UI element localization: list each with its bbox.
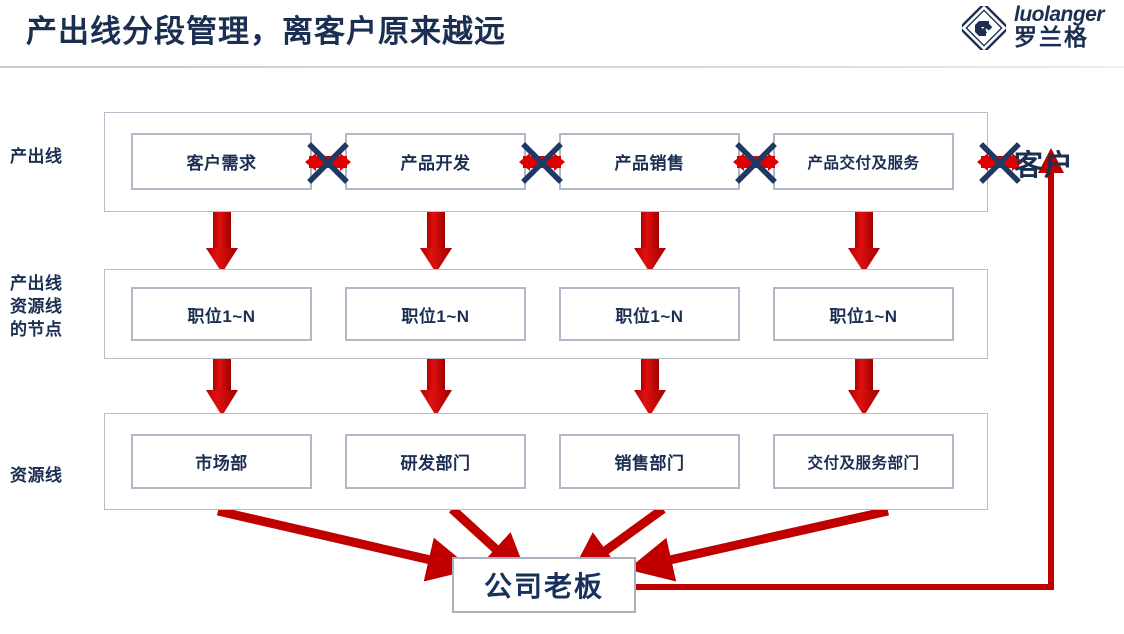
logo-text-chinese: 罗兰格 xyxy=(1014,24,1089,50)
down-arrows-row1-to-row2 xyxy=(206,208,880,273)
arrow-to-boss xyxy=(448,505,529,579)
page-title: 产出线分段管理，离客户原来越远 xyxy=(26,14,506,49)
node-customer-requirement[interactable]: 客户需求 xyxy=(131,133,312,190)
node-marketing-dept[interactable]: 市场部 xyxy=(131,434,312,489)
arrow-to-boss xyxy=(627,506,889,582)
arrow-to-boss xyxy=(216,506,473,582)
luolanger-diamond-logo-icon xyxy=(962,6,1006,50)
node-product-development[interactable]: 产品开发 xyxy=(345,133,526,190)
arrows-to-boss xyxy=(216,505,889,582)
header-divider xyxy=(0,66,1124,68)
row-label-resource-line-nodes: 产出线 资源线 的节点 xyxy=(10,274,63,339)
arrow-to-boss xyxy=(569,505,666,577)
down-arrow xyxy=(420,356,452,416)
down-arrow xyxy=(206,356,238,416)
customer-label: 客户 xyxy=(1014,150,1075,182)
down-arrow xyxy=(848,356,880,416)
node-position-2[interactable]: 职位1~N xyxy=(345,287,526,341)
node-delivery-service-dept[interactable]: 交付及服务部门 xyxy=(773,434,954,489)
node-position-4[interactable]: 职位1~N xyxy=(773,287,954,341)
row-label-output-line: 产出线 xyxy=(10,147,63,166)
node-rnd-dept[interactable]: 研发部门 xyxy=(345,434,526,489)
node-product-sales[interactable]: 产品销售 xyxy=(559,133,740,190)
blocked-link-1-icon xyxy=(305,142,351,184)
boss-to-customer-connector xyxy=(636,148,1064,590)
page-header: 产出线分段管理，离客户原来越远 luolanger 罗兰格 xyxy=(0,0,1124,68)
node-position-3[interactable]: 职位1~N xyxy=(559,287,740,341)
node-position-1[interactable]: 职位1~N xyxy=(131,287,312,341)
down-arrows-row2-to-row3 xyxy=(206,356,880,416)
down-arrow xyxy=(634,356,666,416)
down-arrow xyxy=(634,208,666,273)
down-arrow xyxy=(848,208,880,273)
logo-text-english: luolanger xyxy=(1014,3,1105,26)
blocked-link-3-icon xyxy=(733,142,779,184)
node-sales-dept[interactable]: 销售部门 xyxy=(559,434,740,489)
row-label-resource-line: 资源线 xyxy=(10,466,63,485)
blocked-link-4-icon xyxy=(977,142,1023,184)
blocked-link-2-icon xyxy=(519,142,565,184)
down-arrow xyxy=(206,208,238,273)
down-arrow xyxy=(420,208,452,273)
brand-logo: luolanger 罗兰格 xyxy=(962,2,1118,56)
process-diagram: 产出线 客户需求 产品开发 产品销售 产品交付及服务 客户 产出线 资源线 的节… xyxy=(0,68,1124,634)
node-product-delivery-service[interactable]: 产品交付及服务 xyxy=(773,133,954,190)
node-company-boss[interactable]: 公司老板 xyxy=(452,557,636,613)
